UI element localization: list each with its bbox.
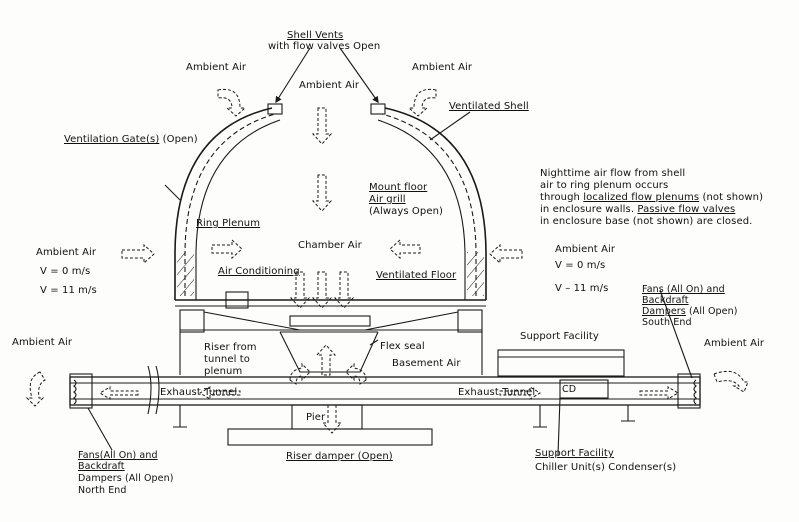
note-line-3b: localized flow plenums xyxy=(583,192,700,203)
chamber-air-label: Chamber Air xyxy=(298,240,362,251)
note-line-1: Nighttime air flow from shell xyxy=(540,168,686,179)
ventilated-floor-label: Ventilated Floor xyxy=(376,270,457,281)
ventilation-gate-state: (Open) xyxy=(159,134,198,145)
note-line-5: in enclosure base (not shown) are closed… xyxy=(540,216,753,227)
exhaust-tunnel-left-label: Exhaust Tunnel xyxy=(160,387,238,398)
ambient-air-top-left-label: Ambient Air xyxy=(186,62,247,73)
velocity-right-2: V – 11 m/s xyxy=(555,283,609,294)
ring-plenum-label: Ring Plenum xyxy=(196,218,261,229)
flex-seal-label: Flex seal xyxy=(380,341,425,352)
ventilation-gate-text: Ventilation Gate(s) xyxy=(64,134,160,145)
fans-north-label-1: Fans(All On) and xyxy=(78,450,158,461)
mount-floor-label-3: (Always Open) xyxy=(369,206,444,217)
fans-north-fans: Fans(All On) xyxy=(78,450,137,461)
riser-label-1: Riser from xyxy=(204,342,257,353)
vent-left xyxy=(267,103,283,115)
basement-air-label: Basement Air xyxy=(392,358,461,369)
fans-north-label-4: North End xyxy=(78,485,127,496)
note-line-3: through localized flow plenums (not show… xyxy=(540,192,763,203)
note-line-4a: in enclosure walls. xyxy=(540,204,638,215)
fans-south-label-4: South End xyxy=(642,317,692,328)
riser-label-2: tunnel to xyxy=(204,354,250,365)
velocity-right-1: V = 0 m/s xyxy=(555,260,606,271)
fans-south-label-1: Fans (All On) and xyxy=(642,284,725,295)
velocity-left-1: V = 0 m/s xyxy=(40,266,91,277)
note-line-3a: through xyxy=(540,192,584,203)
ambient-air-top-right-label: Ambient Air xyxy=(412,62,473,73)
note-line-2: air to ring plenum occurs xyxy=(540,180,669,191)
fans-south-label-2: Backdraft xyxy=(642,295,689,306)
fans-north-label-3: Dampers (All Open) xyxy=(78,473,174,484)
ambient-air-top-label: Ambient Air xyxy=(299,80,360,91)
ventilation-gate-label: Ventilation Gate(s) (Open) xyxy=(64,134,198,145)
pier-label: Pier xyxy=(306,412,326,423)
mount-floor-label-2: Air grill xyxy=(369,194,406,205)
riser-damper-label: Riser damper (Open) xyxy=(286,451,393,462)
ambient-air-left-label: Ambient Air xyxy=(36,247,97,258)
dome-outer-shell-right xyxy=(384,107,487,300)
chiller-label: Chiller Unit(s) Condenser(s) xyxy=(535,462,677,473)
ambient-air-far-right-label: Ambient Air xyxy=(704,338,765,349)
fans-north-label-2: Backdraft xyxy=(78,461,125,472)
vent-right xyxy=(370,103,386,115)
cd-label: CD xyxy=(562,384,577,395)
shell-vents-label: Shell Vents xyxy=(287,30,344,41)
fans-north-and: and xyxy=(136,450,158,461)
riser-label-3: plenum xyxy=(204,366,243,377)
fans-south-state: (All Open) xyxy=(685,306,738,317)
mount-floor-label-1: Mount floor xyxy=(369,182,428,193)
support-facility-top-label: Support Facility xyxy=(520,331,599,342)
fans-south-label-3: Dampers (All Open) xyxy=(642,306,738,317)
note-line-4b: Passive flow valves xyxy=(637,204,736,215)
note-line-4: in enclosure walls. Passive flow valves xyxy=(540,204,735,215)
shell-vents-sub-label: with flow valves Open xyxy=(268,41,381,52)
support-facility-bottom-label: Support Facility xyxy=(535,448,614,459)
velocity-left-2: V = 11 m/s xyxy=(40,285,97,296)
note-line-3c: (not shown) xyxy=(699,192,764,203)
fans-south-dampers: Dampers xyxy=(642,306,686,317)
ambient-air-far-left-label: Ambient Air xyxy=(12,337,73,348)
air-conditioning-label: Air Conditioning xyxy=(218,266,300,277)
exhaust-tunnel-right-label: Exhaust Tunnel xyxy=(458,387,536,398)
dome-outer-shell xyxy=(174,107,273,300)
ventilated-shell-label: Ventilated Shell xyxy=(449,101,529,112)
ambient-air-right-label: Ambient Air xyxy=(555,244,616,255)
